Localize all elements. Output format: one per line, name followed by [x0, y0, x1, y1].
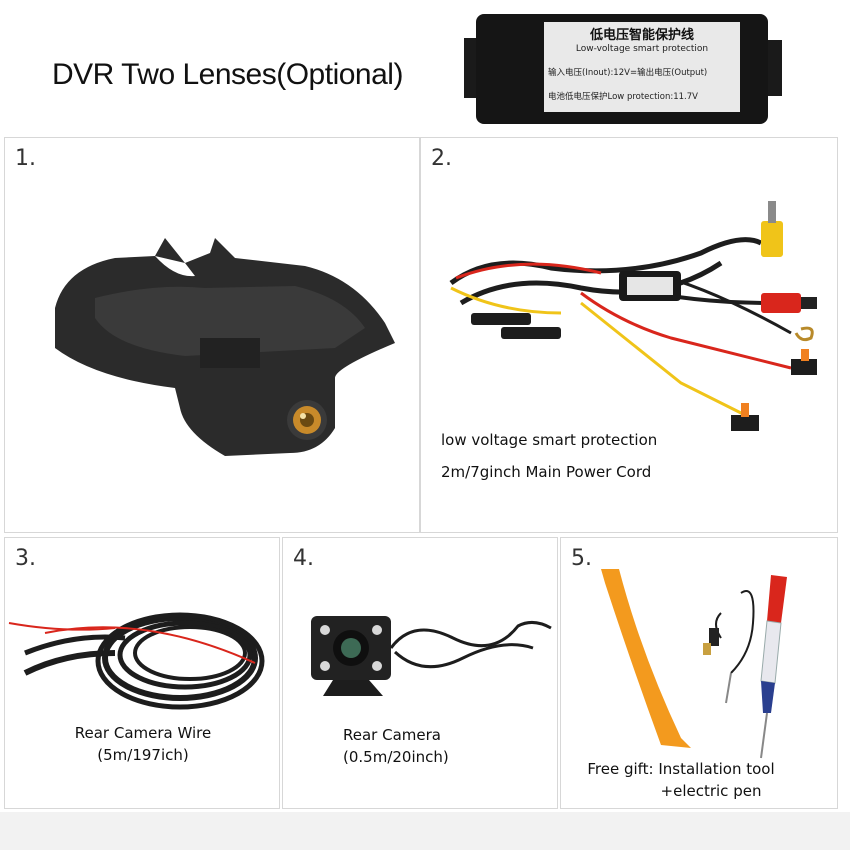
rear-camera-wire-image — [8, 612, 265, 710]
protection-module-graphic — [464, 14, 782, 124]
caption-line-1: low voltage smart protection — [441, 431, 658, 449]
label-line-1: 输入电压(Inout):12V=输出电压(Output) — [548, 68, 708, 78]
rear-camera-image — [311, 616, 552, 696]
panel-power-cord: 2. low voltage smart protection 2m/7ginc… — [420, 137, 838, 533]
panel-number: 4. — [293, 546, 314, 571]
panel-rear-camera-wire: 3. Rear Camera Wire (5m/197ich) — [4, 537, 280, 809]
panel-dvr-camera: 1. — [4, 137, 420, 533]
caption-line-1: Rear Camera — [343, 726, 441, 744]
panel-number: 2. — [431, 146, 452, 171]
panel-rear-camera: 4. Rear Camera (0.5m/20inch) — [282, 537, 558, 809]
label-title-cn: 低电压智能保护线 — [589, 28, 694, 43]
panel-free-gift: 5. Free gift: Installation tool +electri… — [560, 537, 838, 809]
power-cord-image — [449, 201, 817, 431]
panel-number: 3. — [15, 546, 36, 571]
panel-number: 5. — [571, 546, 592, 571]
dvr-camera-image — [55, 238, 395, 456]
caption-line-1: Rear Camera Wire — [74, 724, 212, 742]
caption-line-2: 2m/7ginch Main Power Cord — [441, 463, 652, 481]
label-line-2: 电池低电压保护Low protection:11.7V — [548, 92, 698, 102]
page-title: DVR Two Lenses(Optional) — [52, 58, 403, 91]
caption-line-1: Free gift: Installation tool — [587, 760, 775, 778]
panel-caption: Free gift: Installation tool +electric p… — [561, 758, 801, 802]
panel-number: 1. — [15, 146, 36, 171]
caption-line-2: (0.5m/20inch) — [343, 748, 449, 766]
protection-module-image: 低电压智能保护线 Low-voltage smart protection 输入… — [464, 10, 782, 128]
bottom-strip — [0, 812, 850, 850]
panel-caption: Rear Camera Wire (5m/197ich) — [5, 722, 281, 766]
panel-caption: low voltage smart protection 2m/7ginch M… — [441, 424, 741, 488]
caption-line-2: +electric pen — [660, 782, 762, 800]
caption-line-2: (5m/197ich) — [97, 746, 189, 764]
label-title-en: Low-voltage smart protection — [575, 44, 709, 54]
installation-tools-image — [601, 569, 787, 759]
panel-caption: Rear Camera (0.5m/20inch) — [343, 724, 473, 768]
